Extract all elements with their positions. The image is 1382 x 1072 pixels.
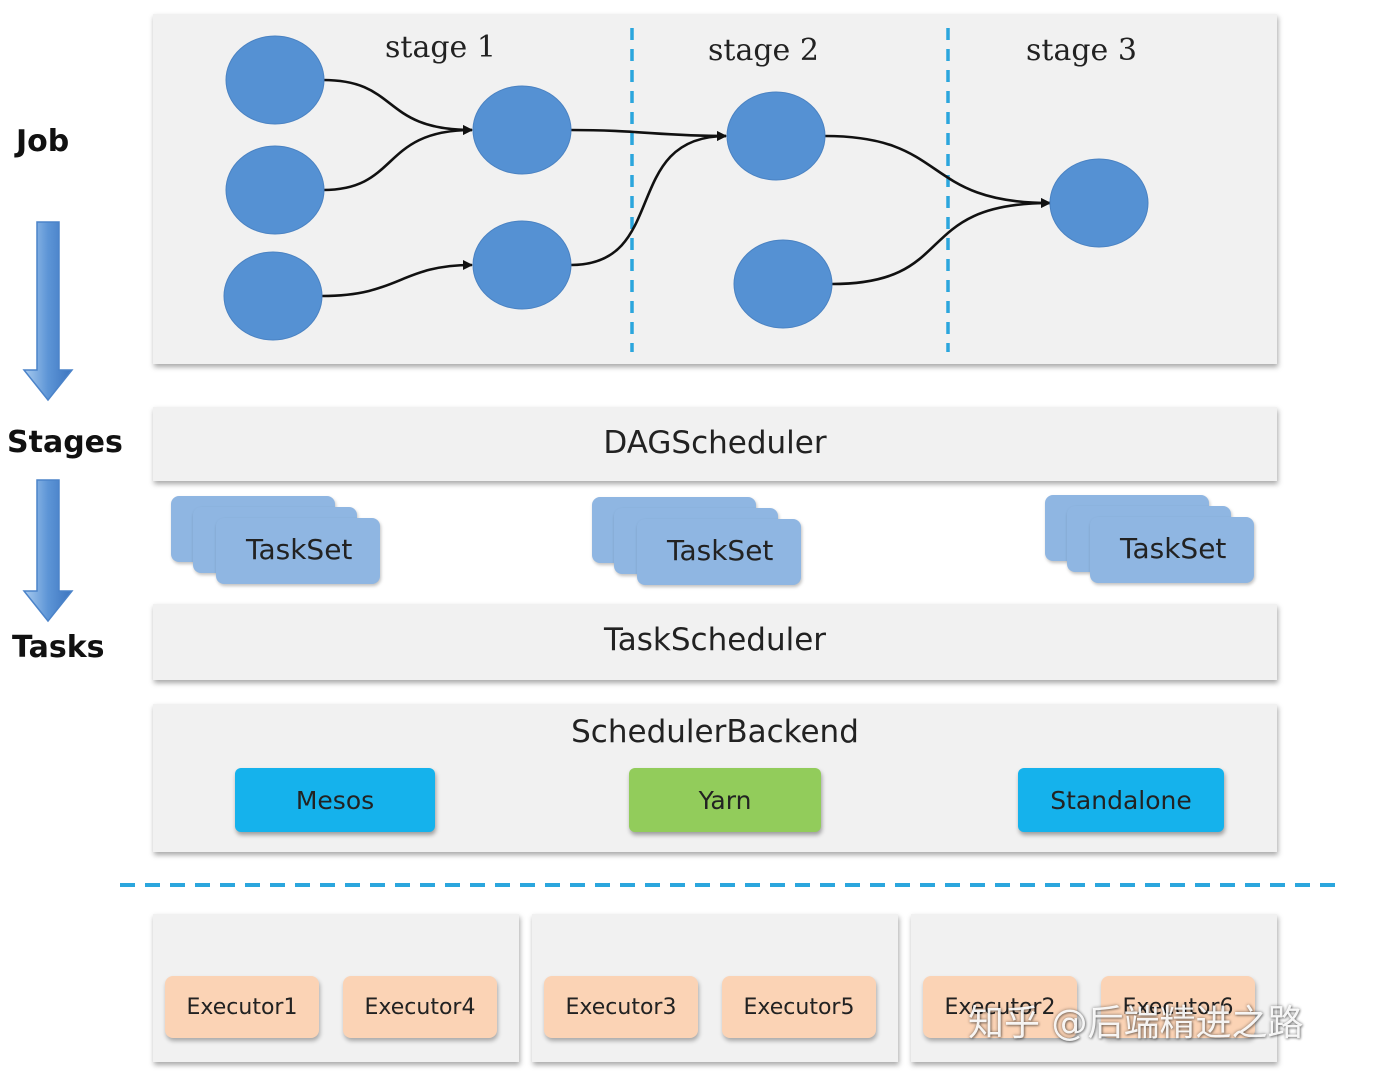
scheduler-backend-title: SchedulerBackend (571, 714, 859, 750)
stages-to-tasks-arrow-icon (22, 479, 74, 623)
dag-nodes (223, 35, 1149, 341)
yarn-option: Yarn (629, 768, 821, 832)
dag-scheduler-title: DAGScheduler (603, 425, 827, 461)
rdd-node-e (472, 220, 572, 310)
tasks-label: Tasks (12, 630, 105, 665)
dag-edges (321, 78, 1051, 298)
taskset-stack-2: TaskSet (592, 497, 812, 589)
standalone-option: Standalone (1018, 768, 1224, 832)
rdd-node-a (225, 35, 325, 125)
stage-dividers (630, 28, 950, 352)
stage-1-label: stage 1 (385, 30, 496, 65)
taskset-label-3: TaskSet (1120, 532, 1227, 565)
dag-scheduler-bar: DAGScheduler (153, 407, 1277, 481)
edge-b-to-d (322, 125, 473, 192)
mesos-option: Mesos (235, 768, 435, 832)
executor-6: Executor6 (1101, 976, 1255, 1038)
edge-e-to-f (570, 131, 727, 267)
driver-worker-separator (120, 883, 1338, 887)
executor-4: Executor4 (343, 976, 497, 1038)
executor-1: Executor1 (165, 976, 319, 1038)
executor-3: Executor3 (544, 976, 698, 1038)
task-scheduler-title: TaskScheduler (603, 622, 827, 658)
edge-a-to-d (322, 78, 473, 135)
executor-2: Executor2 (923, 976, 1077, 1038)
worker-node-2: Executor3 Executor5 (532, 914, 898, 1062)
rdd-node-h (1049, 158, 1149, 248)
rdd-node-b (225, 145, 325, 235)
stages-label: Stages (7, 425, 123, 460)
rdd-node-c (223, 251, 323, 341)
edge-f-to-h (824, 134, 1051, 208)
job-label: Job (16, 124, 70, 159)
worker-node-1: Executor1 Executor4 (153, 914, 519, 1062)
job-to-stages-arrow-icon (22, 221, 74, 402)
task-scheduler-bar: TaskScheduler (153, 604, 1277, 680)
worker-node-3: Executor2 Executor6 (911, 914, 1277, 1062)
taskset-stack-3: TaskSet (1045, 495, 1265, 587)
rdd-node-f (726, 91, 826, 181)
watermark-text: 知乎 @后端精进之路 (968, 1003, 1304, 1044)
stage-2-label: stage 2 (708, 33, 819, 68)
taskset-label-2: TaskSet (667, 534, 774, 567)
edge-g-to-h (831, 198, 1051, 286)
scheduler-backend-panel: SchedulerBackend Mesos Yarn Standalone (153, 704, 1277, 852)
job-dag-diagram (223, 28, 1149, 352)
stage-3-label: stage 3 (1026, 33, 1137, 68)
edge-d-to-f (569, 128, 727, 141)
edge-c-to-e (321, 260, 473, 298)
taskset-label-1: TaskSet (246, 533, 353, 566)
taskset-stack-1: TaskSet (171, 496, 391, 588)
executor-5: Executor5 (722, 976, 876, 1038)
rdd-node-g (733, 239, 833, 329)
rdd-node-d (472, 85, 572, 175)
